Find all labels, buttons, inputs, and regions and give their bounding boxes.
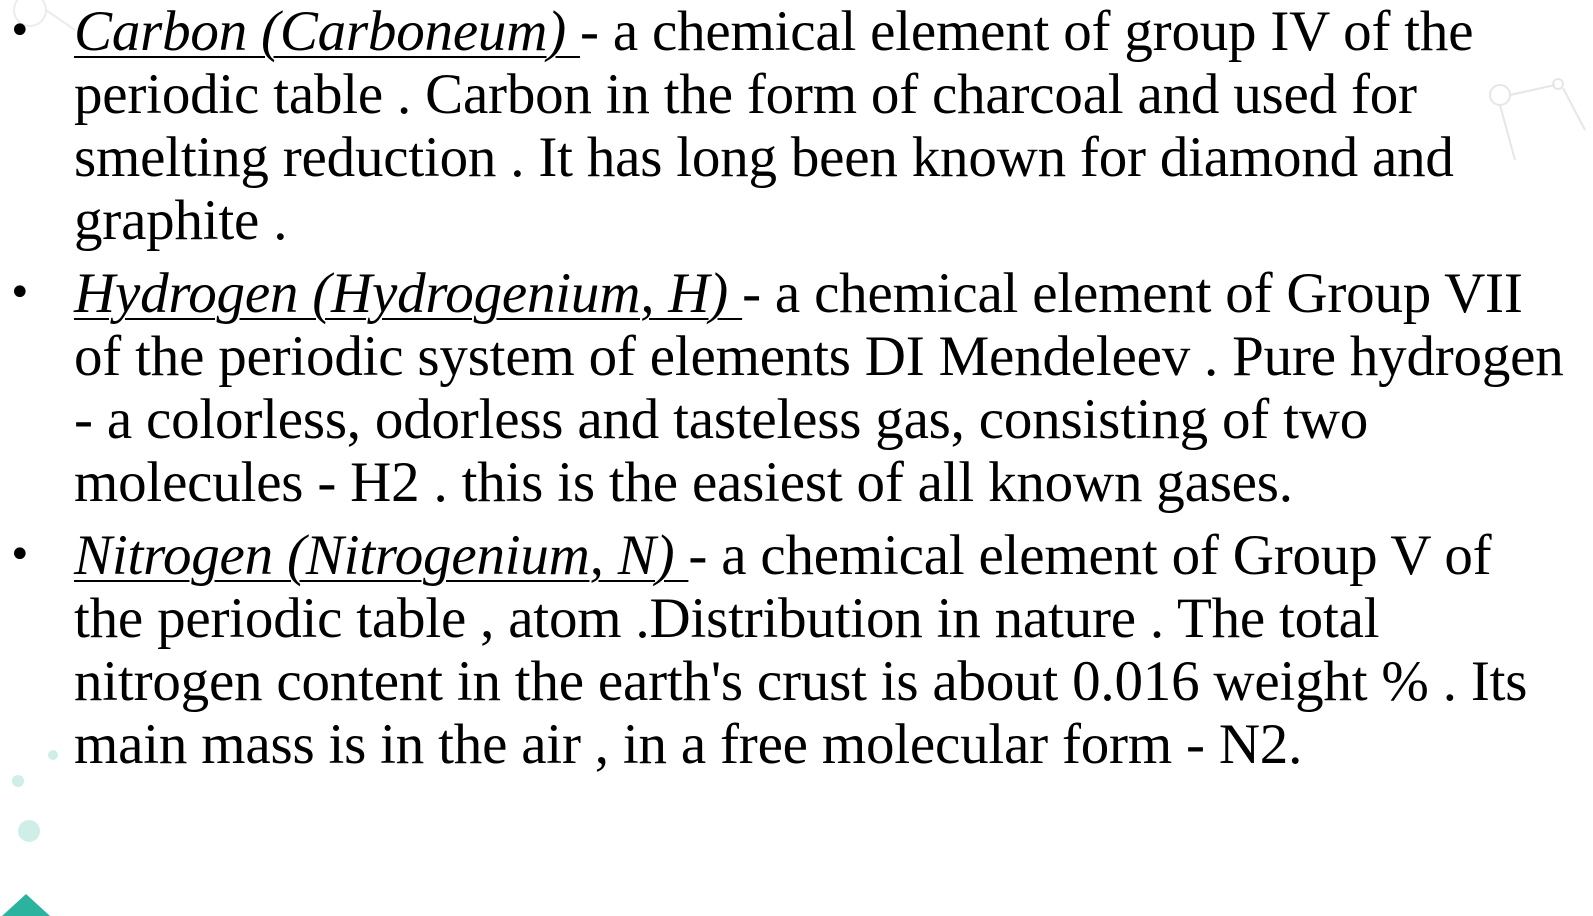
- bullet-icon: •: [8, 532, 32, 578]
- term-hydrogen: Hydrogen (Hydrogenium, H): [74, 262, 743, 325]
- definition-carbon: - a chemical element of group IV of the …: [74, 0, 1474, 252]
- list-item-carbon: • Carbon (Carboneum) - a chemical elemen…: [0, 0, 1593, 252]
- decorative-dot: [12, 775, 24, 787]
- definition-hydrogen: - a chemical element of Group VII of the…: [74, 262, 1564, 514]
- decorative-dot: [48, 750, 58, 760]
- atom-corner-icon: [2, 894, 50, 916]
- term-carbon: Carbon (Carboneum): [74, 0, 581, 63]
- list-item-nitrogen: • Nitrogen (Nitrogenium, N) - a chemical…: [0, 524, 1593, 776]
- decorative-dot: [18, 820, 40, 842]
- term-nitrogen: Nitrogen (Nitrogenium, N): [74, 524, 689, 587]
- bullet-icon: •: [8, 270, 32, 316]
- definition-nitrogen: - a chemical element of Group V of the p…: [74, 524, 1528, 776]
- list-item-hydrogen: • Hydrogen (Hydrogenium, H) - a chemical…: [0, 262, 1593, 514]
- bullet-list: • Carbon (Carboneum) - a chemical elemen…: [0, 0, 1593, 776]
- bullet-icon: •: [8, 8, 32, 54]
